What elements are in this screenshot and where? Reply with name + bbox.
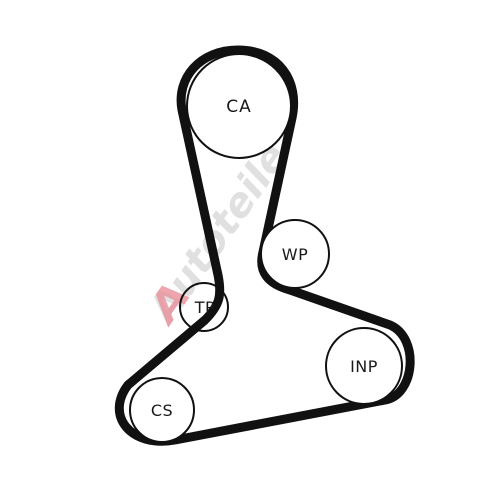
pulley-tp-label: TP	[194, 298, 215, 317]
pulley-inp-label: INP	[350, 357, 378, 376]
pulley-wp: WP	[260, 219, 330, 289]
pulley-tp: TP	[179, 282, 229, 332]
pulley-tp-circle	[179, 282, 229, 332]
pulley-wp-label: WP	[282, 245, 308, 264]
pulley-ca-circle	[186, 53, 292, 159]
pulley-cs-circle	[129, 377, 195, 443]
pulley-inp-circle	[325, 327, 403, 405]
pulley-inp: INP	[325, 327, 403, 405]
timing-belt	[114, 45, 415, 446]
pulley-cs: CS	[129, 377, 195, 443]
pulley-wp-circle	[260, 219, 330, 289]
pulley-ca-label: CA	[226, 97, 252, 117]
pulley-cs-label: CS	[151, 401, 173, 420]
pulley-ca: CA	[186, 53, 292, 159]
